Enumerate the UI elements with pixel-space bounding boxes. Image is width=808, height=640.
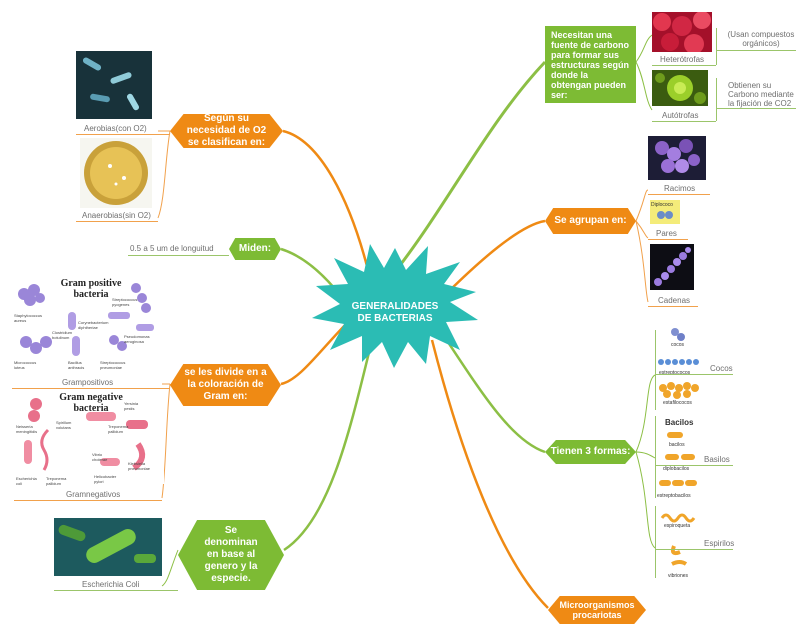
autotrofas-image xyxy=(652,70,708,106)
cadenas-image xyxy=(650,244,694,290)
branch-carbono xyxy=(396,60,547,269)
bacilos-group-label: Basilos xyxy=(704,455,730,464)
heterotrofas-note: (Usan compuestos orgánicos) xyxy=(727,30,795,48)
bacilos-item-1: diplobacilos xyxy=(663,466,690,472)
gram-negative-species-1: Spirillum volutans xyxy=(56,420,72,430)
cocos-group-label: Cocos xyxy=(710,364,733,373)
anaerobias-label: Anaerobias(sin O2) xyxy=(82,211,151,220)
branch-formas xyxy=(438,329,546,454)
pares-image xyxy=(650,200,680,224)
aerobias-label: Aerobias(con O2) xyxy=(84,124,147,133)
cocos-item-1: estreptococos xyxy=(659,370,691,376)
pares-label: Pares xyxy=(656,229,677,238)
gram-positive-title: Gram positive bacteria xyxy=(60,278,122,300)
gram-negative-species-2: Vibrio cholerae xyxy=(92,452,108,462)
gram-negative-species-4: Helicobacter pylori xyxy=(94,474,117,484)
heterotrofas-label: Heterótrofas xyxy=(660,55,705,64)
espirilos-item-0: espiroqueta xyxy=(664,523,691,529)
branch-necesidad xyxy=(282,129,370,271)
node-procariotas[interactable]: Microorganismos procariotas xyxy=(548,596,646,624)
miden-value: 0.5 a 5 um de longuitud xyxy=(130,244,214,253)
node-fuente-carbono[interactable]: Necesitan una fuente de carbono para for… xyxy=(545,26,636,103)
central-splash xyxy=(312,244,478,368)
gram-negative-species-5: Escherichia coli xyxy=(16,476,37,486)
gram-positive-species-7: Streptococcus pneumoniae xyxy=(100,360,126,370)
node-tres-formas[interactable]: Tienen 3 formas: xyxy=(545,440,636,464)
node-miden[interactable]: Miden: xyxy=(229,238,281,260)
racimos-image xyxy=(648,136,706,180)
node-coloracion-gram[interactable]: se les divide en a la coloración de Gram… xyxy=(170,364,281,406)
espirilos-illustration xyxy=(660,513,696,566)
cocos-item-2: estafilococos xyxy=(663,400,692,406)
grampositivos-label: Grampositivos xyxy=(62,378,114,387)
node-se-agrupan[interactable]: Se agrupan en: xyxy=(545,208,636,234)
espirilos-group-label: Espirilos xyxy=(704,539,735,548)
gram-positive-species-0: Staphylococcus aureus xyxy=(14,313,43,323)
bacilos-illustration xyxy=(659,432,697,486)
gram-positive-species-1: Streptococcus pyogenes xyxy=(112,297,138,307)
anaerobias-image xyxy=(80,138,152,208)
cadenas-label: Cadenas xyxy=(658,296,691,305)
diplococo-label: Diplococo xyxy=(651,202,673,208)
bacilos-item-2: estreptobacilos xyxy=(657,493,691,499)
bacilos-item-0: bacilos xyxy=(669,442,685,448)
gram-positive-species-6: Bacillus anthracis xyxy=(68,360,85,370)
branch-denominan xyxy=(283,339,374,552)
branch-procariotas xyxy=(430,339,549,609)
gram-negative-species-7: Klebsiella pneumoniae xyxy=(128,461,151,471)
branch-gram xyxy=(280,319,351,386)
autotrofas-note: Obtienen su Carbono mediante la fijación… xyxy=(728,81,794,108)
gram-positive-species-5: Micrococcus luteus xyxy=(14,360,37,370)
gram-negative-species-6: Treponema pallidum xyxy=(108,424,129,434)
racimos-label: Racimos xyxy=(664,184,696,193)
node-necesidad-o2[interactable]: Según su necesidad de O2 se clasifican e… xyxy=(170,114,283,148)
gram-positive-species-3: Clostridium botulinum xyxy=(52,330,73,340)
gram-positive-species-2: Corynebacterium diphtheriae xyxy=(78,320,109,330)
aerobias-image xyxy=(76,51,152,119)
heterotrofas-image xyxy=(652,12,712,52)
ecoli-image xyxy=(54,518,162,576)
gram-negative-title: Gram negative bacteria xyxy=(59,392,123,414)
gram-negative-species-0: Neisseria meningitidis xyxy=(16,424,38,434)
bacilos-title: Bacilos xyxy=(665,418,694,427)
ecoli-label: Escherichia Coli xyxy=(82,580,140,589)
gram-positive-species-4: Pseudomonas aeruginosa xyxy=(124,334,150,344)
espirilos-item-1: vibriones xyxy=(668,573,689,579)
gram-negative-species-3: Treponema pallidum xyxy=(46,476,67,486)
gram-negative-image xyxy=(14,392,164,484)
central-title[interactable]: GENERALIDADES DE BACTERIAS xyxy=(351,301,439,324)
gram-negative-species-8: Yersinia pestis xyxy=(124,401,139,411)
cocos-item-0: cocos xyxy=(671,342,685,348)
gram-positive-image xyxy=(12,274,164,374)
node-denominan[interactable]: Se denominan en base al genero y la espe… xyxy=(178,520,284,590)
autotrofas-label: Autótrofas xyxy=(662,111,699,120)
gramnegativos-label: Gramnegativos xyxy=(66,490,121,499)
cocos-illustration xyxy=(658,328,699,399)
